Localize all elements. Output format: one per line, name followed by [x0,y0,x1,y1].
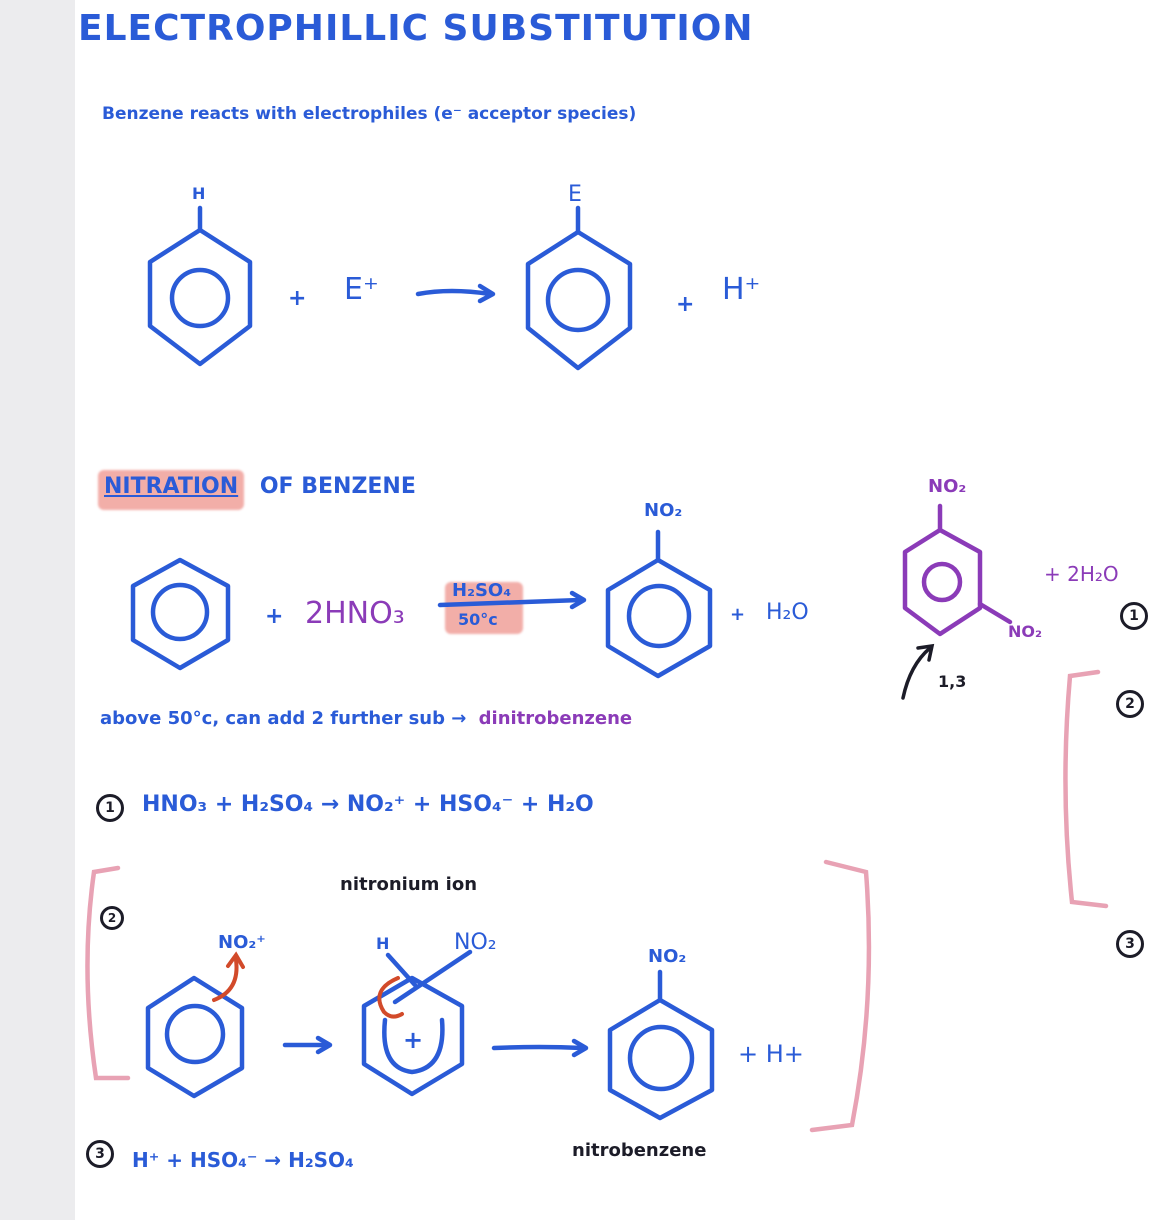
general-electrophile: E⁺ [344,272,379,307]
step2-benzene-ring [164,1003,226,1065]
step2-number: 2 [100,906,124,930]
step2-arrow2-head [571,1038,589,1058]
nitration-benzene [130,557,231,671]
nitration-plus1: + [265,604,284,629]
intro-text: Benzene reacts with electrophiles (e⁻ ac… [102,104,637,124]
position-pointer-head [916,643,935,662]
general-arrow [415,288,493,297]
nitration-product-group: NO₂ [644,500,683,521]
benzene-product [525,229,633,371]
step2-product-group: NO₂ [648,946,687,967]
step2-right-bracket [809,859,872,1133]
arenium-ion [361,975,465,1097]
step2-inter-h: H [376,934,390,953]
nitration-benzene-ring [150,582,210,642]
attack-curly-arrow-head [226,951,245,969]
nitration-note-a: above 50°c, can add 2 further sub → [100,708,467,729]
step2-nitrobenzene [607,997,715,1121]
notes-page [75,0,1164,1220]
general-plus1: + [288,286,307,311]
dinitrobenzene [902,527,983,637]
nitration-catalyst: H₂SO₄ [452,580,512,601]
arenium-h-bond [385,952,418,988]
step2-left-bracket [85,865,131,1081]
benzene-reactant-ring [169,267,231,329]
step1-equation: HNO₃ + H₂SO₄ → NO₂⁺ + HSO₄⁻ + H₂O [142,792,594,817]
step2-benzene [145,975,245,1099]
nitration-heading-b: OF BENZENE [259,474,416,499]
dinitrobenzene-ring [921,561,963,603]
nitration-water: H₂O [766,600,809,625]
step2-arrow2 [491,1044,585,1051]
general-e-label: E [568,182,582,207]
nitration-arrow-head [569,590,587,610]
nitration-heading-a: NITRATION [104,474,239,499]
dinitro-top-group: NO₂ [928,476,967,497]
attack-curly-arrow [212,958,239,1002]
loss-curly-arrow [377,976,404,1019]
arenium-no2-bond [392,949,473,1005]
general-plus2: + [676,292,695,317]
nitrobenzene-ring [626,583,692,649]
step3-number: 3 [86,1140,114,1168]
dinitro-positions: 1,3 [938,672,967,691]
step1-number: 1 [96,794,124,822]
general-h-label: H [192,184,206,203]
step2-arrow1-head [315,1035,333,1055]
nitronium-label: nitronium ion [340,874,478,895]
nitration-temp: 50°c [458,610,498,629]
catalyst-highlight [445,582,523,634]
nitration-note: above 50°c, can add 2 further sub → dini… [100,708,632,729]
benzene-reactant [147,227,253,367]
dinitro-plus-water: + 2H₂O [1044,562,1119,586]
step3-equation: H⁺ + HSO₄⁻ → H₂SO₄ [132,1148,354,1172]
general-arrow-head [477,283,496,304]
margin-number-3: 3 [1116,930,1144,958]
dinitrobenzene-side-bond [977,601,1013,625]
nitration-highlight [98,470,244,510]
margin-bracket [1063,669,1109,909]
nitration-heading: NITRATION OF BENZENE [104,474,416,499]
step2-proton: + H+ [738,1040,804,1068]
step2-inter-no2: NO₂ [454,930,497,955]
arenium-arc [382,1017,445,1075]
nitration-note-b: dinitrobenzene [478,708,633,729]
margin-number-2: 2 [1116,690,1144,718]
margin-number-1: 1 [1120,602,1148,630]
arenium-charge: + [403,1026,424,1054]
page-title: ELECTROPHILLIC SUBSTITUTION [78,8,754,49]
step2-electrophile: NO₂⁺ [218,932,266,953]
position-pointer-arrow [901,646,932,700]
nitration-bar [437,597,583,608]
dinitro-side-group: NO₂ [1008,622,1042,641]
nitration-plus2: + [730,604,746,625]
nitration-reagent: 2HNO₃ [305,596,405,631]
step2-nitrobenzene-ring [627,1024,695,1092]
nitrobenzene [605,557,713,679]
benzene-product-ring [545,267,611,333]
general-proton: H⁺ [722,272,761,307]
nitrobenzene-label: nitrobenzene [572,1140,707,1161]
